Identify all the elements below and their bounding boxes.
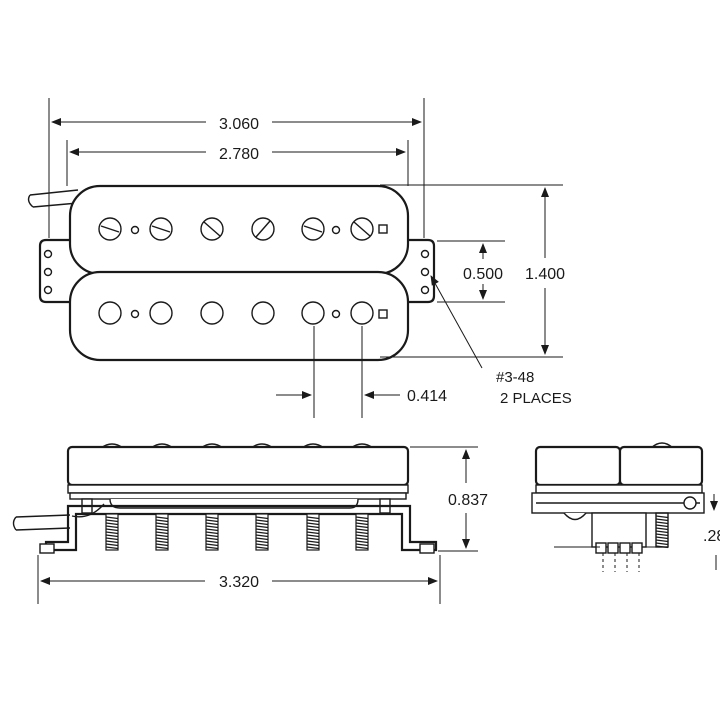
- dim-label-base-length: 3.320: [219, 574, 259, 591]
- top-plate-front: [67, 484, 409, 494]
- top-view: 3.060 2.780 1.400 0.500 0.414 #3: [27, 98, 572, 418]
- dim-label-overall-width: 3.060: [219, 116, 259, 133]
- callout-screw-spec: #3-48: [496, 369, 534, 386]
- baseplate-front: [69, 492, 407, 500]
- dim-label-side-partial: .28: [703, 528, 720, 545]
- threaded-screw: [155, 513, 169, 551]
- threaded-screw: [105, 513, 119, 551]
- mount-screws-front: [39, 543, 435, 554]
- front-view: 0.837 3.320: [12, 443, 488, 604]
- dimension-cover-width: 2.780: [69, 146, 406, 163]
- dim-label-height: 1.400: [525, 266, 565, 283]
- side-top-plate: [535, 484, 703, 494]
- threaded-screw: [255, 513, 269, 551]
- dimension-pole-spacing: 0.414: [276, 388, 447, 405]
- lead-wire-front: [12, 503, 105, 531]
- side-wire-loop: [563, 512, 587, 521]
- base-bracket-front: [44, 504, 438, 552]
- dim-label-pole-spacing: 0.414: [407, 388, 447, 405]
- side-screw-threads: [655, 515, 669, 549]
- threaded-screw: [205, 513, 219, 551]
- coil-body-front: [66, 445, 410, 487]
- dimension-overall-width: 3.060: [51, 116, 422, 133]
- extension-lines-top: [48, 98, 563, 418]
- mounting-ear-right: [406, 238, 436, 304]
- threaded-screws-front: [105, 513, 369, 551]
- side-mount-hole: [683, 496, 697, 510]
- mounting-ear-left: [38, 238, 72, 304]
- threaded-screw: [306, 513, 320, 551]
- lead-wire-top: [27, 189, 79, 208]
- dimension-base-length: 3.320: [40, 574, 438, 591]
- dim-label-depth: 0.837: [448, 492, 488, 509]
- dim-label-mount-spacing: 0.500: [463, 266, 503, 283]
- dim-label-cover-width: 2.780: [219, 146, 259, 163]
- threaded-screw: [355, 513, 369, 551]
- side-bracket: [591, 512, 647, 548]
- slug-poles: [98, 301, 388, 325]
- side-coil-left: [534, 445, 622, 487]
- dimension-height: 1.400: [525, 187, 565, 355]
- side-view: .28: [531, 442, 720, 572]
- screw-callout: #3-48 2 PLACES: [430, 275, 572, 407]
- coil-bottom: [68, 270, 410, 362]
- side-coil-right: [618, 445, 704, 487]
- callout-screw-qty: 2 PLACES: [500, 390, 572, 407]
- side-hidden-lines: [602, 553, 640, 572]
- slotted-pole-screws: [98, 217, 388, 241]
- dimension-mount-spacing: 0.500: [463, 243, 503, 300]
- dimension-depth: 0.837: [448, 449, 488, 549]
